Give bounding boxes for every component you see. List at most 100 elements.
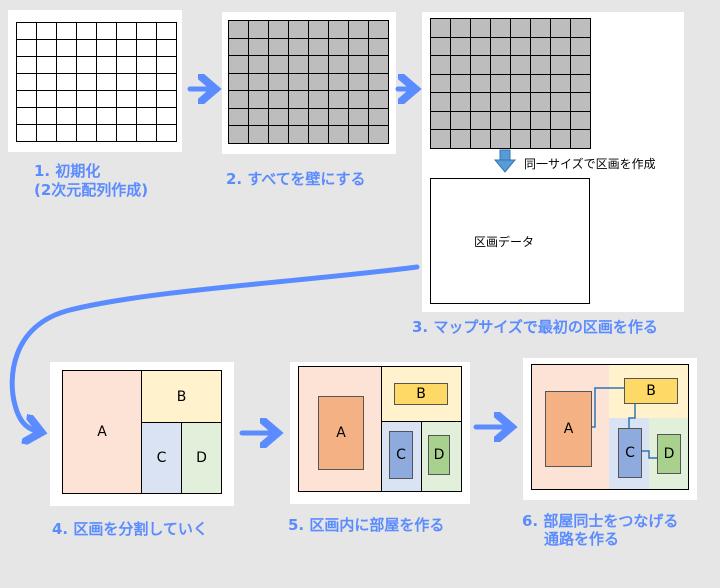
grid-cell bbox=[157, 108, 177, 125]
grid-cell bbox=[369, 126, 389, 144]
grid-cell bbox=[329, 126, 349, 144]
grid-cell bbox=[157, 91, 177, 108]
curved-arrow-icon bbox=[9, 264, 420, 432]
grid-cell bbox=[137, 40, 157, 57]
grid-cell bbox=[229, 56, 249, 74]
grid-cell bbox=[289, 73, 309, 92]
grid-cell bbox=[269, 56, 289, 74]
grid-cell bbox=[431, 37, 451, 57]
grid-cell bbox=[229, 38, 249, 57]
grid-cell bbox=[451, 37, 471, 57]
room-a bbox=[318, 396, 364, 470]
grid-cell bbox=[17, 57, 37, 74]
grid-cell bbox=[471, 19, 491, 38]
grid-cell bbox=[57, 108, 77, 125]
arrow-down-icon bbox=[493, 149, 517, 173]
label-b: B bbox=[646, 383, 656, 399]
grid-cell bbox=[37, 57, 57, 74]
grid-cell bbox=[329, 73, 349, 92]
grid-cell bbox=[511, 56, 531, 75]
grid-cell bbox=[97, 91, 117, 108]
grid-cell bbox=[369, 21, 389, 39]
grid-cell bbox=[17, 40, 37, 57]
panel-first-section bbox=[422, 12, 684, 312]
grid-cell bbox=[431, 111, 451, 131]
section-d bbox=[421, 421, 462, 492]
grid-cell bbox=[117, 23, 137, 40]
grid-cell bbox=[269, 126, 289, 144]
panel-corridors: A B C D bbox=[523, 358, 697, 500]
grid-cell bbox=[531, 19, 551, 38]
grid-cell bbox=[491, 93, 511, 112]
grid-cell bbox=[551, 56, 571, 75]
wall-grid bbox=[228, 20, 389, 144]
grid-cell bbox=[137, 108, 157, 125]
grid-cell bbox=[551, 130, 571, 149]
grid-cell bbox=[491, 56, 511, 75]
label-a: A bbox=[97, 424, 107, 440]
grid-cell bbox=[349, 56, 369, 74]
grid-cell bbox=[369, 56, 389, 74]
section-data-box bbox=[430, 178, 590, 304]
panel-all-walls bbox=[222, 12, 396, 154]
grid-cell bbox=[349, 108, 369, 127]
room-d bbox=[657, 434, 681, 474]
grid-cell bbox=[97, 40, 117, 57]
step1-subtitle: (2次元配列作成) bbox=[34, 181, 149, 199]
grid-cell bbox=[551, 74, 571, 94]
section-d bbox=[181, 422, 222, 494]
grid-cell bbox=[369, 38, 389, 57]
grid-cell bbox=[309, 56, 329, 74]
grid-cell bbox=[451, 93, 471, 112]
grid-cell bbox=[491, 37, 511, 57]
grid-cell bbox=[531, 56, 551, 75]
grid-cell bbox=[511, 74, 531, 94]
grid-cell bbox=[17, 108, 37, 125]
room-b bbox=[394, 383, 448, 405]
grid-cell bbox=[117, 74, 137, 91]
grid-cell bbox=[17, 91, 37, 108]
room-b bbox=[624, 378, 678, 404]
grid-cell bbox=[431, 93, 451, 112]
grid-cell bbox=[17, 23, 37, 40]
grid-cell bbox=[117, 125, 137, 142]
grid-cell bbox=[137, 57, 157, 74]
grid-cell bbox=[97, 57, 117, 74]
grid-cell bbox=[269, 73, 289, 92]
grid-cell bbox=[37, 40, 57, 57]
grid-cell bbox=[157, 57, 177, 74]
grid-cell bbox=[571, 93, 591, 112]
grid-cell bbox=[571, 74, 591, 94]
step1-title: 1. 初期化 bbox=[34, 162, 101, 180]
grid-cell bbox=[289, 108, 309, 127]
grid-cell bbox=[229, 21, 249, 39]
grid-cell bbox=[431, 74, 451, 94]
grid-cell bbox=[349, 91, 369, 109]
panel-split-sections: A B C D bbox=[50, 362, 234, 506]
grid-cell bbox=[57, 23, 77, 40]
grid-cell bbox=[97, 108, 117, 125]
grid-cell bbox=[97, 23, 117, 40]
grid-cell bbox=[289, 126, 309, 144]
grid-cell bbox=[511, 93, 531, 112]
panel-rooms: A B C D bbox=[290, 362, 470, 504]
label-c: C bbox=[156, 450, 167, 466]
grid-cell bbox=[309, 38, 329, 57]
grid-cell bbox=[269, 38, 289, 57]
grid-cell bbox=[117, 40, 137, 57]
grid-cell bbox=[229, 108, 249, 127]
grid-cell bbox=[137, 91, 157, 108]
label-d: D bbox=[433, 447, 445, 463]
grid-cell bbox=[37, 108, 57, 125]
grid-cell bbox=[369, 73, 389, 92]
grid-cell bbox=[117, 108, 137, 125]
room-c bbox=[389, 431, 413, 479]
grid-cell bbox=[431, 19, 451, 38]
white-grid bbox=[16, 22, 177, 142]
map-border bbox=[531, 364, 689, 490]
same-size-note: 同一サイズで区画を作成 bbox=[524, 157, 656, 171]
label-c: C bbox=[625, 445, 635, 461]
room-c bbox=[618, 428, 642, 478]
grid-cell bbox=[229, 91, 249, 109]
grid-cell bbox=[531, 74, 551, 94]
